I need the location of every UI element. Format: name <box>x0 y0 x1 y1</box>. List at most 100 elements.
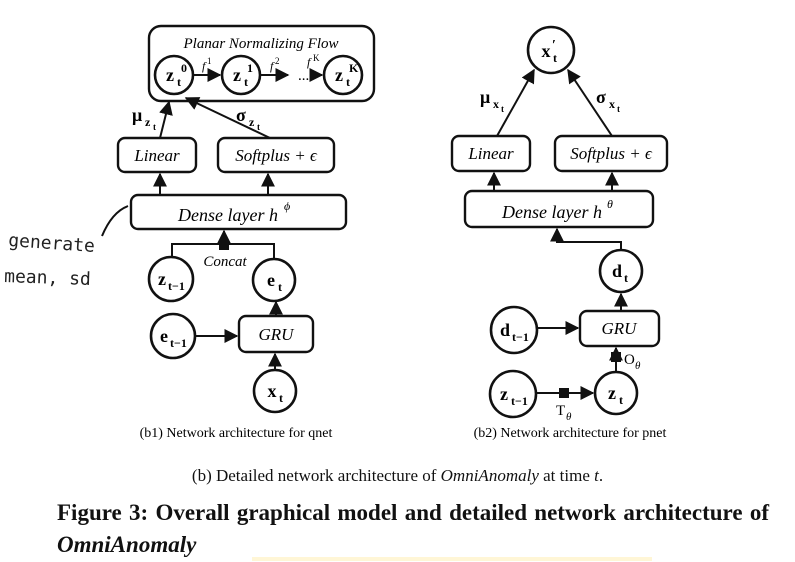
dense-layer-box-pnet <box>463 189 655 229</box>
linear-box <box>116 136 198 174</box>
svg-text:t: t <box>553 51 557 65</box>
svg-text:z: z <box>500 384 508 404</box>
o-theta-label: O θ <box>624 352 641 372</box>
svg-text:e: e <box>267 270 275 290</box>
svg-text:t: t <box>278 280 282 294</box>
node-base: z <box>166 65 174 85</box>
svg-text:x: x <box>609 97 615 111</box>
edge-d-to-dense <box>550 227 622 250</box>
highlight-stroke <box>252 557 652 561</box>
node-base: z <box>233 65 241 85</box>
node-sub: t <box>244 75 248 89</box>
t-theta-square <box>559 388 569 398</box>
svg-text:t−1: t−1 <box>168 279 185 293</box>
node-sub: t <box>177 75 181 89</box>
softplus-label: Softplus + ϵ <box>235 146 318 165</box>
concat-label: Concat <box>203 254 247 270</box>
node-d-t: d t <box>598 248 644 294</box>
node-z-prev-pnet: z t−1 <box>488 369 538 419</box>
node-d-prev: d t−1 <box>489 305 539 355</box>
node-e-prev-qnet: e t−1 <box>149 312 197 360</box>
svg-text:t: t <box>617 104 620 114</box>
flow-edge-sup-3: K <box>313 53 320 63</box>
svg-text:θ: θ <box>566 411 572 423</box>
annotation-line-1: generate <box>8 230 96 257</box>
mu-label-pnet: μ x t <box>480 87 504 114</box>
svg-text:z: z <box>158 269 166 289</box>
svg-text:σ: σ <box>596 87 606 107</box>
qnet-diagram: Planar Normalizing Flow z 0 t z 1 t z K … <box>116 24 376 441</box>
svg-text:t: t <box>257 122 260 132</box>
node-x-t-qnet: x t <box>252 368 298 414</box>
svg-text:d: d <box>612 261 622 281</box>
flow-title: Planar Normalizing Flow <box>182 36 338 52</box>
dense-layer-box <box>129 193 348 231</box>
flow-edge-sup-2: 2 <box>275 56 280 66</box>
gru-label-pnet: GRU <box>602 319 639 338</box>
pnet-caption: (b2) Network architecture for pnet <box>474 426 667 441</box>
annotation-line-2: mean, sd <box>4 266 91 290</box>
svg-text:O: O <box>624 352 635 368</box>
svg-text:t−1: t−1 <box>170 336 187 350</box>
subcaption-end: . <box>598 466 604 485</box>
sigma-label: σ z t <box>236 105 260 132</box>
softplus-label-pnet: Softplus + ϵ <box>570 144 653 163</box>
figure-caption-name: OmniAnomaly <box>57 532 197 557</box>
gru-label-qnet: GRU <box>259 325 296 344</box>
svg-text:t: t <box>501 104 504 114</box>
linear-box-pnet <box>450 134 532 173</box>
subcaption: (b) Detailed network architecture of Omn… <box>0 466 795 486</box>
svg-text:t−1: t−1 <box>511 394 528 408</box>
svg-text:μ: μ <box>480 87 490 107</box>
flow-node-z0: z 0 t <box>153 54 195 96</box>
subcaption-suffix: at time <box>538 466 595 485</box>
svg-text:θ: θ <box>635 360 641 372</box>
annotation-pointer <box>101 205 129 237</box>
svg-text:z: z <box>145 115 151 129</box>
svg-text:t: t <box>153 122 156 132</box>
node-base: z <box>335 65 343 85</box>
svg-text:σ: σ <box>236 105 246 125</box>
t-theta-label: T θ <box>556 403 572 423</box>
edge-linear-to-flow <box>159 100 173 139</box>
figure-caption: Figure 3: Overall graphical model and de… <box>57 497 769 561</box>
edge-linear-to-output <box>496 68 535 137</box>
svg-text:x: x <box>268 381 277 401</box>
svg-text:T: T <box>556 403 565 419</box>
flow-edge-label-2: f <box>270 59 275 73</box>
qnet-caption: (b1) Network architecture for qnet <box>140 426 333 441</box>
flow-ellipsis: ... <box>298 68 309 84</box>
node-x-prime-t: x ′ t <box>526 25 576 75</box>
flow-edge-sup-1: 1 <box>207 56 212 66</box>
svg-text:z: z <box>249 115 255 129</box>
svg-text:μ: μ <box>132 105 142 125</box>
svg-text:x: x <box>493 97 499 111</box>
dense-sup: ϕ <box>284 199 290 213</box>
dense-label-pnet: Dense layer h <box>501 202 602 222</box>
mu-label: μ z t <box>132 105 156 132</box>
subcaption-name: OmniAnomaly <box>440 466 539 485</box>
softplus-box <box>216 136 336 174</box>
edge-softplus-to-flow <box>184 97 271 139</box>
svg-text:t: t <box>279 391 283 405</box>
svg-text:′: ′ <box>552 38 556 53</box>
node-sup: 1 <box>247 61 253 75</box>
flow-edge-label-1: f <box>202 59 207 73</box>
gru-box-pnet <box>578 309 661 348</box>
pnet-diagram: x ′ t μ x t σ x t Linear Softplus + ϵ De… <box>450 25 669 441</box>
svg-text:z: z <box>608 383 616 403</box>
svg-text:t: t <box>624 271 628 285</box>
svg-text:x: x <box>542 41 551 61</box>
handwritten-annotation: generate mean, sd <box>4 205 129 290</box>
planar-flow-box <box>147 24 376 103</box>
svg-text:t: t <box>619 393 623 407</box>
o-theta-square <box>611 352 621 362</box>
dense-sup-pnet: θ <box>607 197 613 211</box>
flow-node-zK: z K t <box>322 54 364 96</box>
flow-node-z1: z 1 t <box>220 54 262 96</box>
node-z-prev-qnet: z t−1 <box>147 255 195 303</box>
flow-edge-label-3: f <box>307 55 312 69</box>
concat-square <box>219 240 229 250</box>
node-sup: 0 <box>181 61 187 75</box>
